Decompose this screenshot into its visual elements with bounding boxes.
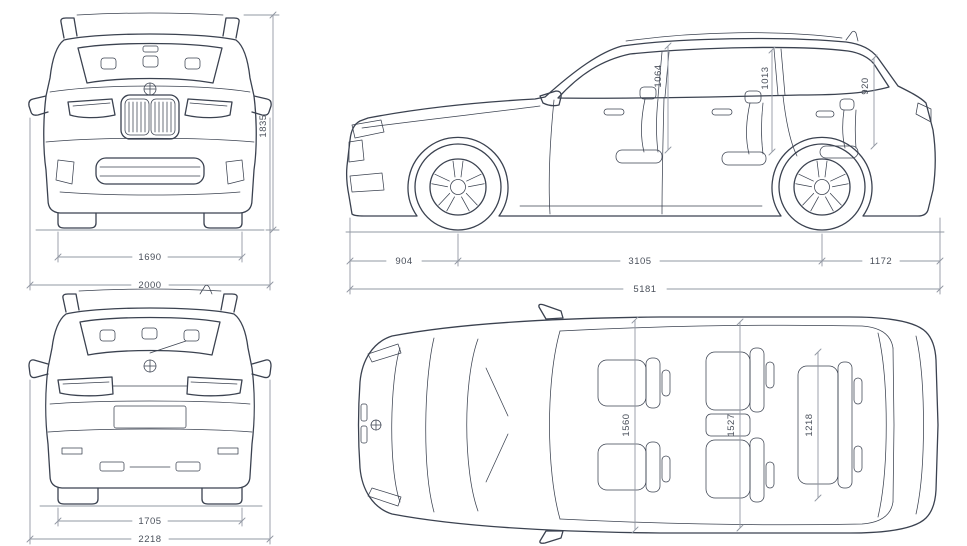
front-wheels (57, 212, 243, 229)
dim-headroom-front-label: 1064 (653, 64, 664, 87)
side-window-outline (557, 46, 890, 99)
dim-interior-middle: 1527 (726, 318, 744, 532)
side-body (345, 37, 936, 217)
dim-height: 1835 (243, 11, 280, 234)
dim-headroom-rear-label: 920 (860, 77, 871, 94)
side-pillars (657, 48, 786, 98)
headrest (100, 57, 117, 70)
headrest (99, 329, 116, 342)
reflector (217, 447, 239, 455)
top-windshield (466, 338, 509, 512)
dim-headroom-middle-label: 1013 (760, 66, 771, 89)
brand-roundel (143, 82, 157, 96)
dim-headroom-middle: 1013 (760, 46, 776, 156)
top-front-seats (597, 357, 671, 493)
headrest (183, 329, 200, 342)
front-view (28, 12, 272, 231)
top-body (357, 316, 939, 534)
wheel-spokes (431, 160, 485, 212)
front-headlights (67, 98, 233, 119)
dim-front-track: 1690 (54, 231, 246, 263)
rear-body (45, 307, 255, 489)
front-body (43, 33, 257, 214)
dim-interior-middle-label: 1527 (726, 413, 737, 436)
top-view (357, 303, 939, 544)
dim-width-mirrors-label: 2218 (138, 534, 161, 545)
dim-length: 5181 (346, 284, 944, 295)
top-middle-seats (705, 347, 775, 503)
top-side-mirrors (538, 303, 564, 544)
rear-wheels (57, 487, 243, 505)
exhaust (175, 461, 201, 472)
headrest (184, 57, 201, 70)
side-rear-wheel (778, 143, 866, 231)
dim-wheelbase-label: 3105 (628, 256, 651, 267)
dim-rear-overhang: 1172 (821, 217, 944, 295)
rear-roundel (143, 359, 157, 373)
front-roof-rails (60, 12, 240, 39)
shark-fin-antenna (845, 30, 859, 42)
rear-taillights (57, 376, 243, 397)
dim-headroom-front: 1064 (653, 42, 672, 154)
dim-headroom-rear: 920 (860, 54, 878, 150)
front-kidney-grille (120, 94, 180, 140)
side-roof-rail (625, 32, 843, 42)
rear-tailgate (47, 400, 253, 433)
dim-width-mirrors: 2218 (26, 379, 274, 545)
license-plate (113, 405, 187, 429)
rear-roof-rails (62, 284, 238, 313)
top-hood-lines (360, 337, 435, 513)
front-windshield (77, 42, 223, 84)
dim-width-label: 2000 (138, 280, 161, 291)
side-mirror (539, 90, 562, 107)
reflector (61, 447, 83, 455)
wheel-spokes (795, 160, 849, 212)
dim-front-track-label: 1690 (138, 252, 161, 263)
door-handle (711, 108, 733, 116)
front-bumper (45, 137, 255, 196)
headrest (142, 55, 159, 68)
rear-side-mirrors (28, 359, 272, 379)
dim-interior-rear-label: 1218 (804, 413, 815, 436)
side-door-lines (548, 95, 835, 215)
rear-wiper (149, 340, 187, 354)
rear-window (79, 316, 221, 356)
top-roundel (370, 419, 382, 431)
dim-interior-front-label: 1560 (621, 413, 632, 436)
side-front-details (348, 105, 763, 207)
side-view (345, 30, 945, 233)
dim-rear-overhang-label: 1172 (870, 256, 892, 267)
dim-front-overhang-label: 904 (395, 256, 412, 267)
top-roof-glass (549, 324, 924, 526)
rear-bumper (61, 447, 239, 472)
dim-length-label: 5181 (633, 284, 656, 295)
rearview-mirror (142, 45, 159, 53)
door-handle (603, 108, 625, 116)
dim-wheelbase: 3105 (457, 233, 826, 267)
headrest (141, 327, 158, 340)
side-front-wheel (414, 143, 502, 231)
side-rear-details (915, 102, 932, 123)
dim-rear-track-label: 1705 (138, 516, 161, 527)
exhaust (99, 461, 125, 472)
dim-rear-track: 1705 (54, 507, 246, 527)
side-seats (615, 86, 859, 166)
front-side-mirrors (28, 95, 272, 116)
dim-width: 2000 (26, 117, 274, 291)
door-handle (815, 110, 835, 118)
dim-interior-front: 1560 (621, 316, 639, 534)
dim-front-overhang: 904 (346, 217, 462, 295)
rear-view (28, 284, 272, 507)
dim-interior-rear: 1218 (804, 348, 822, 502)
dim-height-label: 1835 (258, 114, 269, 137)
